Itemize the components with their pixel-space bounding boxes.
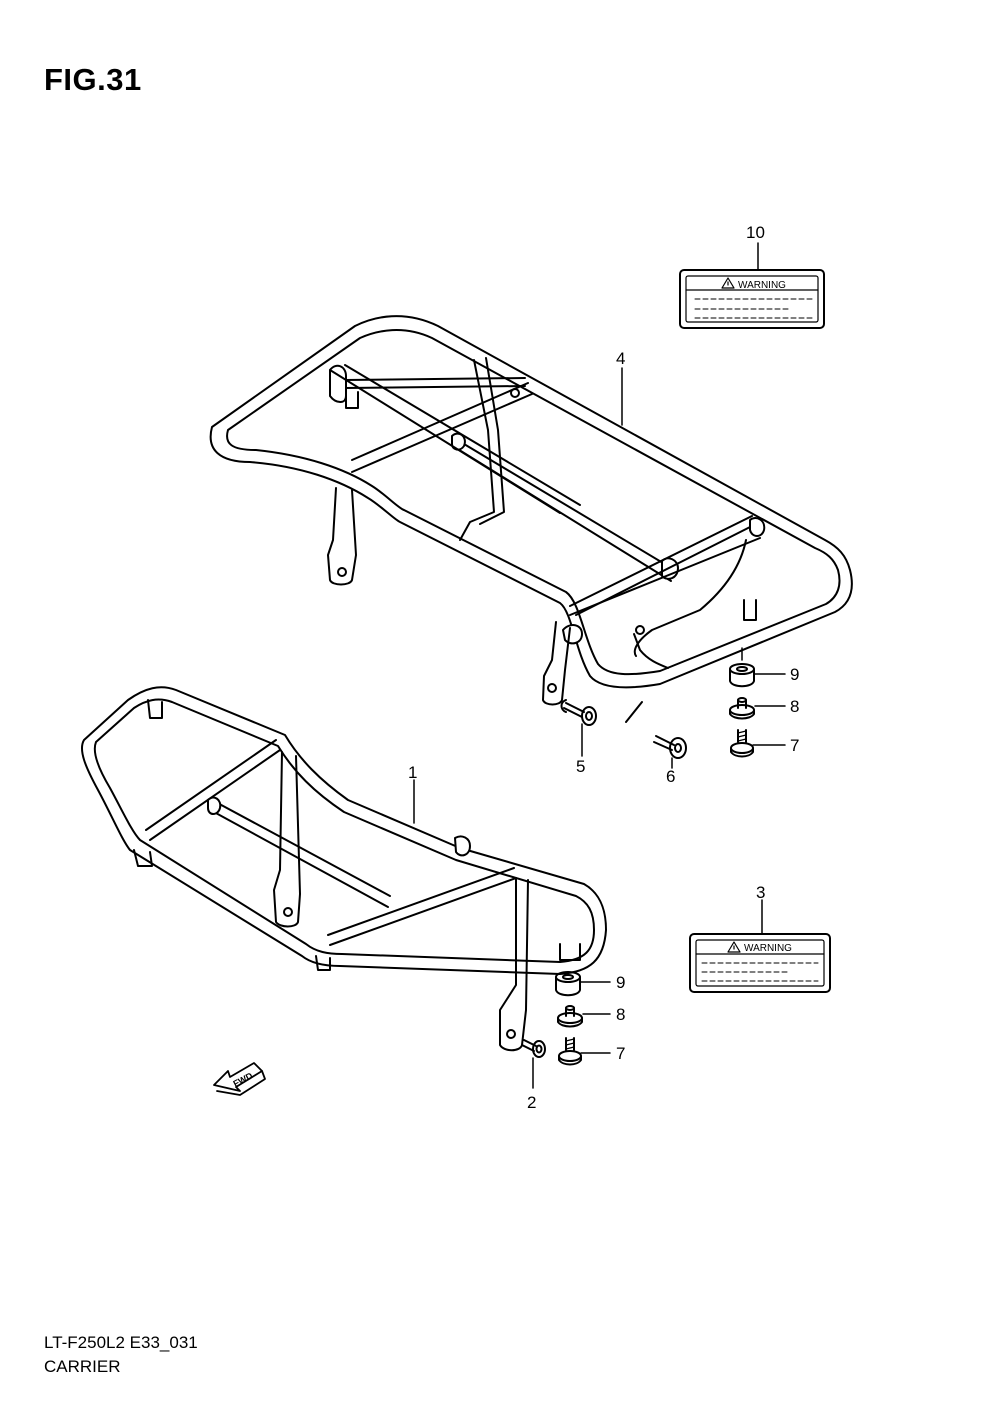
warning-label-3-text: WARNING [744,943,792,954]
callout-6: 6 [666,767,675,786]
callout-8-upper: 8 [790,697,799,716]
cushion-9-lower [555,971,581,997]
callout-4: 4 [616,349,625,368]
callout-3: 3 [756,883,765,902]
leader-lines [413,242,786,1089]
bolt-5 [560,699,597,726]
bolt-2 [521,1039,546,1058]
bolt-7-upper [730,729,754,758]
callout-5: 5 [576,757,585,776]
callout-2: 2 [527,1093,536,1112]
callouts: 10 4 9 8 7 5 6 1 3 9 8 7 2 [408,223,799,1112]
washer-8-lower [557,1005,583,1028]
washer-8-upper [729,697,755,720]
front-carrier [80,686,607,1052]
callout-9-upper: 9 [790,665,799,684]
model-code: LT-F250L2 E33_031 [44,1333,198,1352]
fwd-arrow-icon: FWD [213,1062,266,1096]
callout-1: 1 [408,763,417,782]
callout-8-lower: 8 [616,1005,625,1024]
warning-label-3: WARNING [689,933,831,993]
bolt-6 [653,735,687,759]
section-name: CARRIER [44,1357,121,1376]
callout-9-lower: 9 [616,973,625,992]
callout-10: 10 [746,223,765,242]
bolt-7-lower [558,1037,582,1066]
warning-label-10-text: WARNING [738,280,786,291]
warning-label-10: WARNING [679,269,825,329]
rear-carrier [209,315,853,723]
cushion-9-upper [729,663,755,688]
callout-7-upper: 7 [790,736,799,755]
callout-7-lower: 7 [616,1044,625,1063]
figure-title: FIG.31 [44,62,142,97]
